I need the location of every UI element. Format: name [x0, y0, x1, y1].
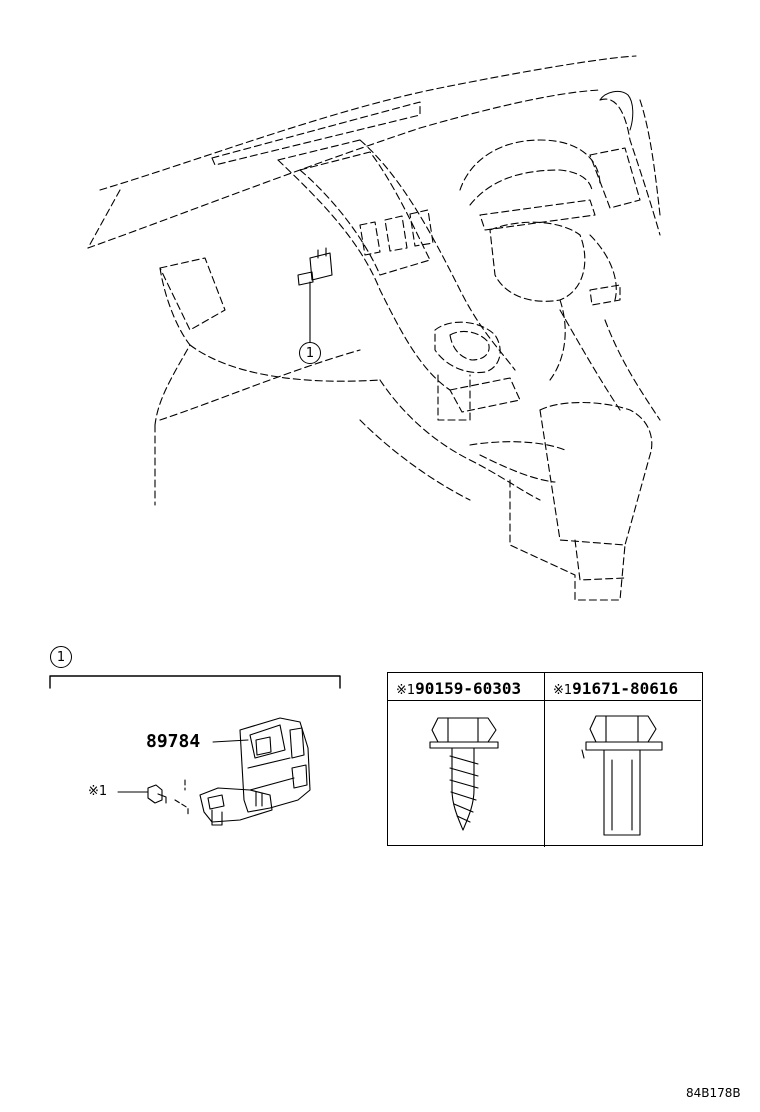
dashboard-illustration: [87, 55, 661, 601]
fastener-column-2-code: ※191671-80616: [553, 679, 678, 698]
diagram-code: 84B178B: [686, 1086, 741, 1100]
fastener-column-1: ※190159-60303: [388, 673, 545, 847]
fastener-column-1-code: ※190159-60303: [396, 679, 521, 698]
fastener-column-1-header: ※190159-60303: [388, 673, 544, 701]
fastener-column-1-mark: ※1: [396, 683, 416, 698]
fastener-ref-mark: ※1: [88, 784, 108, 799]
fastener-table: ※190159-60303 ※191671-80616: [387, 672, 703, 847]
tapping-screw-drawing: [429, 717, 499, 831]
fastener-column-2: ※191671-80616: [545, 673, 701, 847]
flange-bolt-drawing: [581, 715, 663, 836]
fastener-column-2-part-number: 91671-80616: [572, 679, 679, 698]
part-number-label: 89784: [146, 731, 201, 752]
dashboard-solid-details: [599, 90, 634, 131]
module-location-mark: [297, 247, 333, 343]
fastener-column-2-header: ※191671-80616: [545, 673, 701, 701]
callout-circle-dashboard: 1: [299, 342, 321, 364]
fastener-column-1-part-number: 90159-60303: [415, 679, 522, 698]
module-89784-drawing: [199, 717, 311, 826]
fastener-column-2-mark: ※1: [553, 683, 573, 698]
detail-section: [49, 675, 341, 689]
detail-bolt-drawing: [117, 779, 189, 817]
callout-circle-detail: 1: [50, 646, 72, 668]
